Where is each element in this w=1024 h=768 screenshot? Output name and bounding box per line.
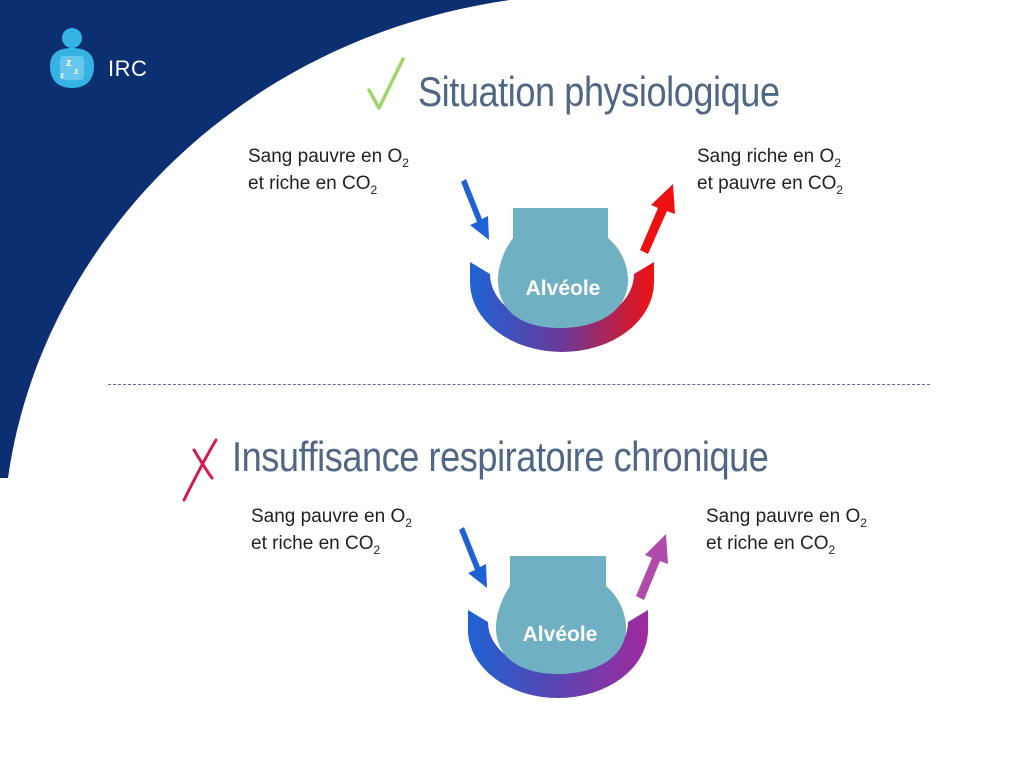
section-divider: [108, 384, 930, 385]
alveole-label: Alvéole: [526, 277, 601, 300]
alveole-diagram-physiologique: Alvéole: [461, 179, 675, 352]
right-blood-label: Sang riche en O2 et pauvre en CO2: [697, 146, 844, 197]
capillary-vessel: [470, 262, 654, 352]
svg-text:z: z: [60, 71, 64, 80]
outflow-arrow: [636, 534, 668, 600]
inflow-arrow: [459, 527, 487, 588]
left-blood-label: Sang pauvre en O2 et riche en CO2: [248, 146, 409, 197]
sleeping-person-icon: z z z: [50, 28, 94, 88]
alveole-label: Alvéole: [523, 623, 598, 646]
alveole-shape: [496, 556, 626, 674]
svg-text:z: z: [74, 66, 79, 76]
outflow-arrow: [640, 184, 675, 254]
check-icon: [367, 57, 405, 110]
section-title-physiologique: Situation physiologique: [418, 68, 780, 115]
inflow-arrow: [461, 179, 489, 240]
alveole-shape: [498, 208, 628, 328]
capillary-vessel: [468, 610, 648, 698]
alveole-diagram-irc: Alvéole: [459, 527, 668, 698]
left-blood-label: Sang pauvre en O2 et riche en CO2: [251, 506, 412, 557]
cross-icon: [182, 438, 218, 502]
right-blood-label: Sang pauvre en O2 et riche en CO2: [706, 506, 867, 557]
svg-text:z: z: [66, 57, 72, 69]
section-title-irc: Insuffisance respiratoire chronique: [232, 433, 769, 480]
brand-label: IRC: [108, 56, 148, 81]
